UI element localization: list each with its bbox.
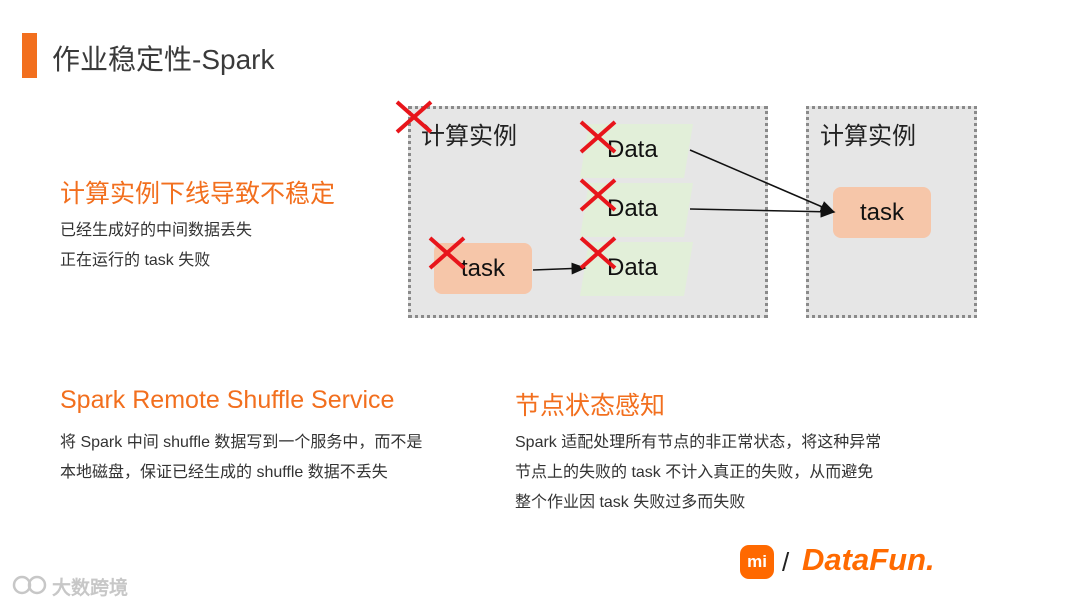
slide-title: 作业稳定性-Spark xyxy=(52,44,275,75)
right-task-label: task xyxy=(859,198,904,226)
shuffle-service-line-1: 将 Spark 中间 shuffle 数据写到一个服务中，而不是 xyxy=(60,434,423,451)
node-awareness-line-2: 节点上的失败的 task 不计入真正的失败，从而避免 xyxy=(515,464,874,481)
xiaomi-logo-text: mi xyxy=(747,552,767,571)
watermark-text: 大数跨境 xyxy=(52,578,129,599)
xiaomi-logo: mi xyxy=(740,545,774,579)
title-accent-bar xyxy=(22,33,37,78)
left-task-label: task xyxy=(460,254,505,282)
data-block-3: Data xyxy=(580,242,693,296)
arrow-data2-to-right-task xyxy=(689,205,836,218)
data-block-2: Data xyxy=(580,183,693,237)
instability-heading: 计算实例下线导致不稳定 xyxy=(60,180,336,208)
instability-line-1: 已经生成好的中间数据丢失 xyxy=(60,222,253,239)
right-task: task xyxy=(833,187,931,238)
cross-data1-icon xyxy=(579,120,617,154)
shuffle-service-line-2: 本地磁盘，保证已经生成的 shuffle 数据不丢失 xyxy=(60,464,388,481)
cross-data3-icon xyxy=(579,236,617,270)
left-box-title: 计算实例 xyxy=(421,123,517,150)
arrow-task-to-data3 xyxy=(532,262,587,275)
instability-line-2: 正在运行的 task 失败 xyxy=(60,252,211,269)
node-awareness-line-3: 整个作业因 task 失败过多而失败 xyxy=(515,494,746,511)
node-awareness-heading: 节点状态感知 xyxy=(515,392,666,420)
shuffle-service-heading: Spark Remote Shuffle Service xyxy=(60,386,395,414)
right-box-title: 计算实例 xyxy=(820,123,916,150)
datafun-logo: DataFun. xyxy=(802,542,935,577)
cross-left-instance-icon xyxy=(395,100,433,134)
cross-task-icon xyxy=(428,236,466,270)
data-block-3-label: Data xyxy=(607,254,658,281)
watermark-icon xyxy=(12,575,47,595)
node-awareness-line-1: Spark 适配处理所有节点的非正常状态，将这种异常 xyxy=(515,434,882,451)
logo-separator: / xyxy=(782,547,790,577)
data-block-1: Data xyxy=(580,124,693,178)
arrow-data1-to-right-task xyxy=(689,149,836,213)
data-block-1-label: Data xyxy=(607,136,658,163)
cross-data2-icon xyxy=(579,178,617,212)
